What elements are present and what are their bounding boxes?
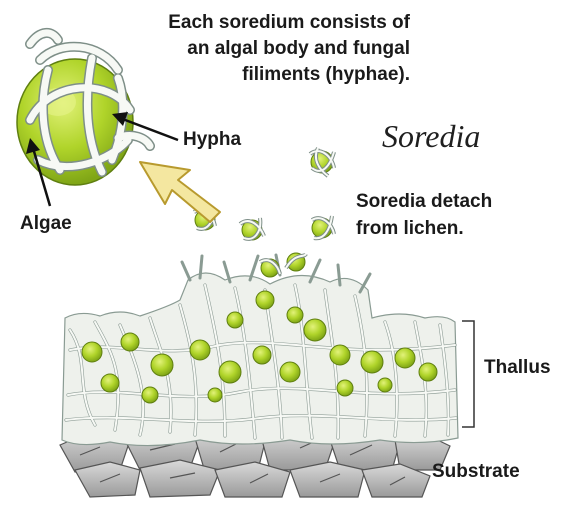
caption-line-2: an algal body and fungal <box>118 36 410 62</box>
hypha-label: Hypha <box>183 129 241 151</box>
caption-line-3: filiments (hyphae). <box>118 62 410 88</box>
diagram-title: Soredia <box>382 118 480 155</box>
detach-direction-arrow <box>140 162 220 222</box>
caption-line-1: Each soredium consists of <box>118 10 410 36</box>
thallus-body <box>62 255 458 446</box>
caption-text: Each soredium consists of an algal body … <box>118 10 410 88</box>
detach-line-1: Soredia detach <box>356 188 492 215</box>
thallus-bracket <box>462 321 474 427</box>
detach-label: Soredia detach from lichen. <box>356 188 492 242</box>
algae-label: Algae <box>20 213 72 235</box>
substrate-label: Substrate <box>432 461 520 483</box>
detach-line-2: from lichen. <box>356 215 492 242</box>
thallus-label: Thallus <box>484 357 551 379</box>
